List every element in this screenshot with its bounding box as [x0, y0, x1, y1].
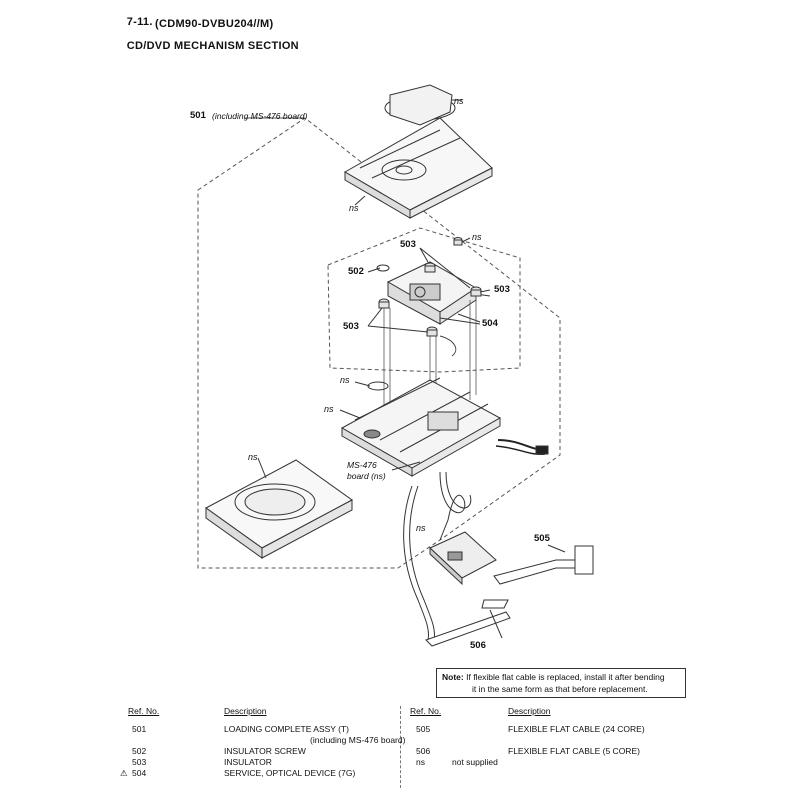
table-row-desc: SERVICE, OPTICAL DEVICE (7G)	[224, 768, 356, 778]
optical-device-part	[386, 261, 491, 357]
board-ns-label: board (ns)	[347, 471, 386, 481]
ms476-label: MS-476	[347, 460, 377, 470]
ffc-505-cable	[493, 544, 594, 585]
callout-501: 501	[190, 110, 206, 121]
model-number: (CDM90-DVBU204//M)	[155, 18, 274, 30]
ns-label-chassis-top: ns	[340, 375, 350, 385]
section-title: CD/DVD MECHANISM SECTION	[126, 40, 299, 52]
callout-503-right: 503	[494, 284, 510, 295]
right-ref-header: Ref. No.	[410, 706, 442, 716]
ns-label-loader: ns	[248, 452, 258, 462]
note-line1: If flexible flat cable is replaced, inst…	[466, 672, 665, 682]
note-label: Note:	[442, 672, 464, 682]
table-row-ref: ns	[416, 757, 425, 767]
assy-501-boundary	[197, 117, 561, 569]
ffc-506-cable	[403, 485, 511, 647]
callout-503-left: 503	[343, 321, 359, 332]
insulator-screw-part	[376, 264, 390, 272]
ns-label-tray: ns	[349, 203, 359, 213]
section-heading: 7-11. CD/DVD MECHANISM SECTION	[120, 4, 299, 52]
table-row-desc: FLEXIBLE FLAT CABLE (24 CORE)	[508, 724, 645, 734]
safety-mark-icon: ⚠	[120, 768, 128, 778]
callout-504: 504	[482, 318, 498, 329]
table-row-desc: LOADING COMPLETE ASSY (T)	[224, 724, 350, 734]
ns-label-ffc-board: ns	[416, 523, 426, 533]
note-line2: it in the same form as that before repla…	[472, 684, 648, 694]
disc-cover-part	[384, 84, 462, 126]
insulator-parts	[378, 237, 482, 337]
loader-tray-part	[205, 457, 353, 559]
callout-505: 505	[534, 533, 550, 544]
table-row-ref: 502	[132, 746, 147, 756]
ns-label-insulator: ns	[472, 232, 482, 242]
parts-table: Ref. No. Description Ref. No. Descriptio…	[120, 706, 680, 792]
table-row-sub: (including MS-476 board)	[310, 735, 406, 745]
callout-502: 502	[348, 266, 364, 277]
table-divider	[400, 706, 401, 788]
left-desc-header: Description	[224, 706, 267, 716]
table-row-desc: FLEXIBLE FLAT CABLE (5 CORE)	[508, 746, 640, 756]
top-tray-part	[343, 117, 493, 219]
assy-504-boundary	[327, 227, 521, 373]
table-row-ref: 505	[416, 724, 431, 734]
table-row-ref: 506	[416, 746, 431, 756]
table-row-desc: INSULATOR SCREW	[224, 746, 306, 756]
ns-label-cover: ns	[454, 96, 464, 106]
table-row-ref: 503	[132, 757, 147, 767]
mechanism-chassis-part	[339, 377, 502, 477]
table-row-ref: 501	[132, 724, 147, 734]
callout-503-top: 503	[400, 239, 416, 250]
callout-501-note: (including MS-476 board)	[212, 111, 308, 121]
table-row-desc: INSULATOR	[224, 757, 272, 767]
ffc-board-part	[429, 531, 497, 586]
replacement-note: Note: If flexible flat cable is replaced…	[436, 668, 686, 698]
right-desc-header: Description	[508, 706, 551, 716]
table-row-desc: not supplied	[452, 757, 498, 767]
left-ref-header: Ref. No.	[128, 706, 160, 716]
callout-506: 506	[470, 640, 486, 651]
table-row-ref: 504	[132, 768, 147, 778]
ns-label-chassis: ns	[324, 404, 334, 414]
section-number: 7-11.	[126, 16, 153, 28]
